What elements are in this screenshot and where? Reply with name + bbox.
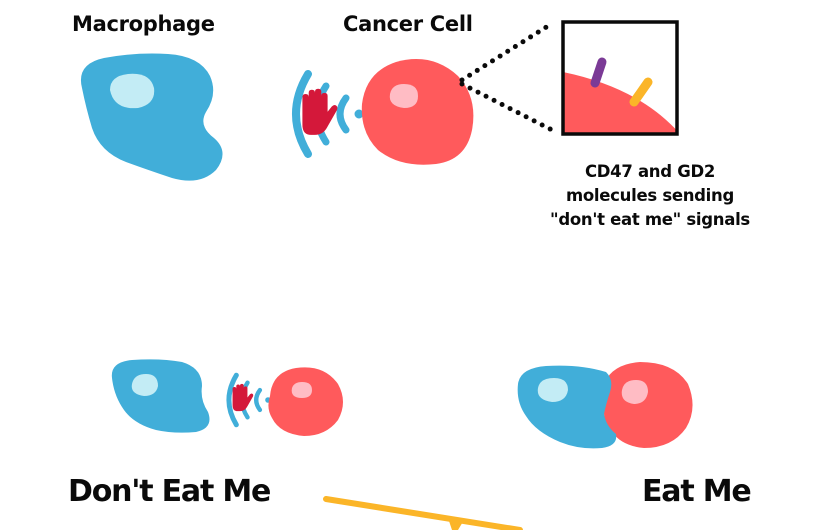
eat-me-macrophage bbox=[517, 365, 617, 449]
zoom-indicator-lines bbox=[459, 23, 555, 133]
eat-me-cancer-cell bbox=[604, 362, 693, 448]
macrophage-nucleus bbox=[110, 73, 155, 109]
caption-line: "don't eat me" signals bbox=[550, 210, 750, 229]
balance-beam bbox=[323, 496, 523, 530]
balance-scale bbox=[323, 496, 523, 530]
macrophage-cell bbox=[80, 53, 223, 181]
dont-eat-me-macrophage bbox=[111, 359, 210, 433]
macrophage-body bbox=[80, 53, 223, 181]
caption-line: CD47 and GD2 bbox=[584, 162, 716, 181]
molecule-caption: CD47 and GD2 molecules sending "don't ea… bbox=[520, 160, 780, 232]
cd47-molecule bbox=[590, 57, 607, 88]
dont-eat-me-label: Don't Eat Me bbox=[68, 474, 271, 509]
gd2-molecule bbox=[629, 77, 653, 107]
caption-line: molecules sending bbox=[566, 186, 734, 205]
macrophage-label: Macrophage bbox=[72, 12, 215, 36]
molecule-zoom-box bbox=[561, 20, 679, 136]
cancer-cell-nucleus bbox=[389, 84, 418, 108]
stop-hand-icon-small bbox=[232, 383, 254, 412]
stop-hand-icon bbox=[302, 88, 338, 135]
eat-me-label: Eat Me bbox=[642, 474, 752, 509]
cancer-cell bbox=[361, 59, 474, 165]
cancer-cell-label: Cancer Cell bbox=[343, 12, 473, 36]
balance-pivot bbox=[448, 518, 464, 530]
dont-eat-me-cancer-cell bbox=[268, 367, 343, 436]
cancer-cell-body bbox=[361, 59, 474, 165]
